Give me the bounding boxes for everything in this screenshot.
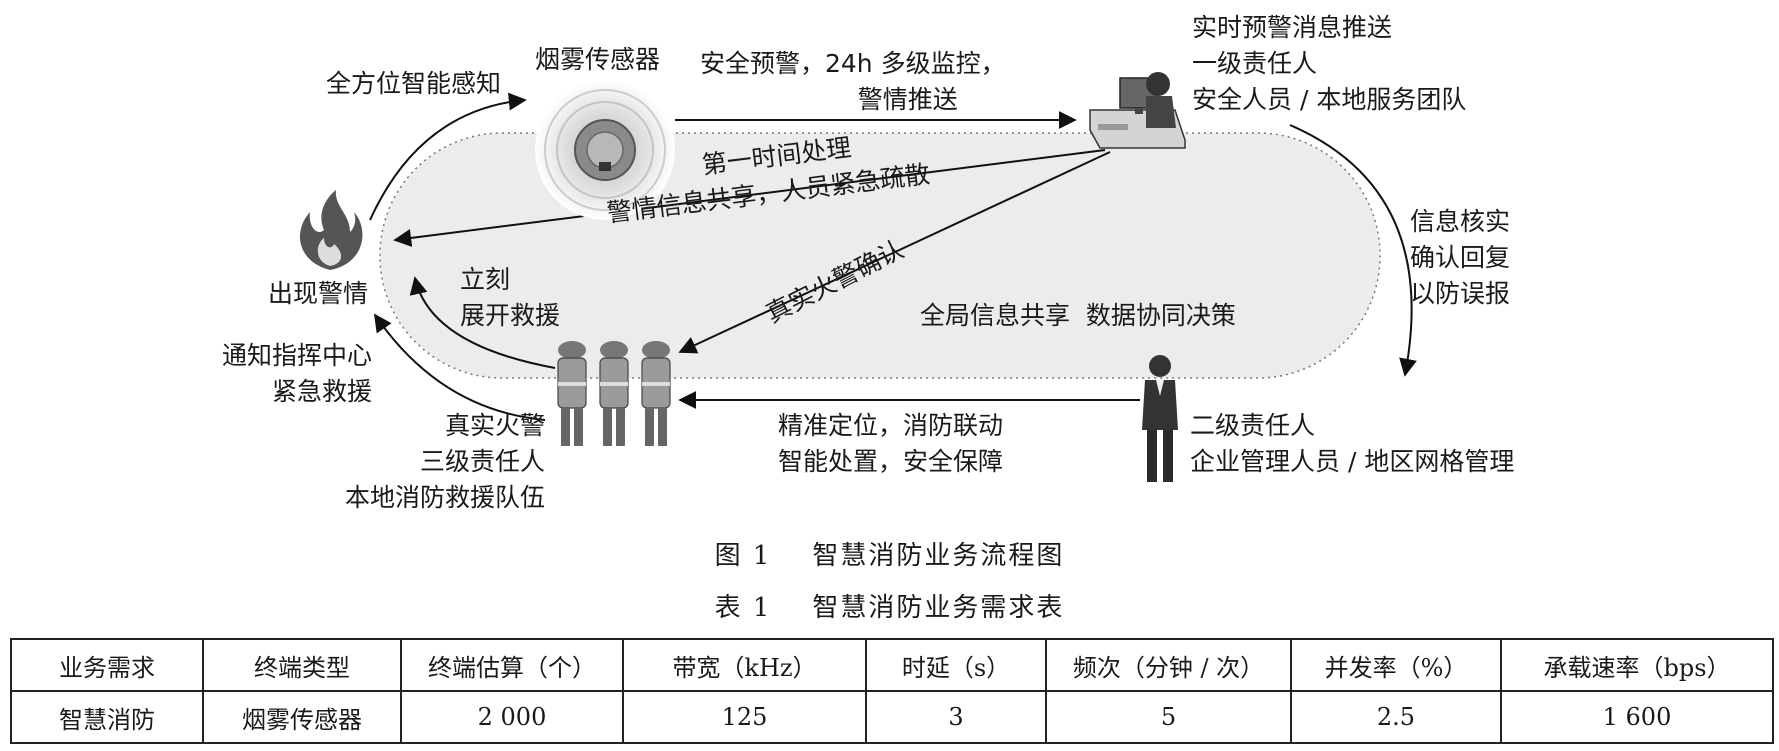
table-row: 智慧消防 烟雾传感器 2 000 125 3 5 2.5 1 600 bbox=[10, 690, 1774, 744]
arrow-firefighters-to-alarm bbox=[373, 313, 546, 421]
notify-label: 通知指挥中心 紧急救援 bbox=[222, 341, 373, 406]
fire-icon bbox=[299, 190, 363, 270]
figure-caption: 图 1 智慧消防业务流程图 bbox=[714, 541, 1065, 571]
table-cell: 1 600 bbox=[1500, 690, 1774, 744]
push-block-label: 实时预警消息推送 一级责任人 安全人员 / 本地服务团队 bbox=[1192, 13, 1467, 114]
smoke-sensor-icon bbox=[535, 80, 675, 220]
fire-flow-figure: 烟雾传感器 全方位智能感知 安全预警，24h 多级监控， 警情推送 实时预警消息… bbox=[222, 13, 1515, 512]
rescue-now-label: 立刻 展开救援 bbox=[460, 265, 561, 330]
verify-label: 信息核实 确认回复 以防误报 bbox=[1410, 207, 1511, 308]
table-cell: 2.5 bbox=[1290, 690, 1502, 744]
table-header-cell: 频次（分钟 / 次） bbox=[1045, 638, 1292, 692]
table-header-cell: 业务需求 bbox=[10, 638, 204, 692]
requirements-table: 业务需求 终端类型 终端估算（个） 带宽（kHz） 时延（s） 频次（分钟 / … bbox=[10, 638, 1774, 744]
table-cell: 智慧消防 bbox=[10, 690, 204, 744]
arrow-firefighters-rescue bbox=[409, 276, 556, 369]
flow-diagram-graphics bbox=[299, 72, 1417, 482]
table-cell: 5 bbox=[1045, 690, 1292, 744]
table-caption: 表 1 智慧消防业务需求表 bbox=[714, 593, 1065, 623]
arrow-alarm-to-sensor bbox=[369, 92, 527, 221]
table-header-cell: 终端类型 bbox=[202, 638, 402, 692]
table-header-cell: 带宽（kHz） bbox=[622, 638, 867, 692]
table-cell: 3 bbox=[865, 690, 1047, 744]
table-cell: 125 bbox=[622, 690, 867, 744]
arrow-operator-to-manager bbox=[1289, 124, 1417, 377]
real-fire-block-label: 真实火警 三级责任人 本地消防救援队伍 bbox=[344, 411, 545, 512]
smoke-sensor-label: 烟雾传感器 bbox=[535, 45, 661, 74]
firefighters-icon bbox=[557, 341, 671, 446]
global-share-label: 全局信息共享 数据协同决策 bbox=[920, 301, 1236, 330]
manager-icon bbox=[1142, 355, 1178, 482]
arrow-operator-to-alarm bbox=[393, 149, 1106, 247]
table-cell: 2 000 bbox=[400, 690, 624, 744]
table-header-cell: 承载速率（bps） bbox=[1500, 638, 1774, 692]
table-header-cell: 并发率（%） bbox=[1290, 638, 1502, 692]
table-cell: 烟雾传感器 bbox=[202, 690, 402, 744]
table-header-cell: 终端估算（个） bbox=[400, 638, 624, 692]
operator-desk-icon bbox=[1089, 72, 1186, 149]
alarm-label: 出现警情 bbox=[268, 279, 369, 308]
warning-label: 安全预警，24h 多级监控， 警情推送 bbox=[700, 49, 1006, 114]
perception-label: 全方位智能感知 bbox=[326, 69, 502, 98]
arrow-operator-to-firefighters bbox=[678, 151, 1111, 354]
table-header-cell: 时延（s） bbox=[865, 638, 1047, 692]
locate-label: 精准定位，消防联动 智能处置，安全保障 bbox=[778, 411, 1004, 476]
level2-label: 二级责任人 企业管理人员 / 地区网格管理 bbox=[1190, 411, 1515, 476]
table-header-row: 业务需求 终端类型 终端估算（个） 带宽（kHz） 时延（s） 频次（分钟 / … bbox=[10, 638, 1774, 692]
